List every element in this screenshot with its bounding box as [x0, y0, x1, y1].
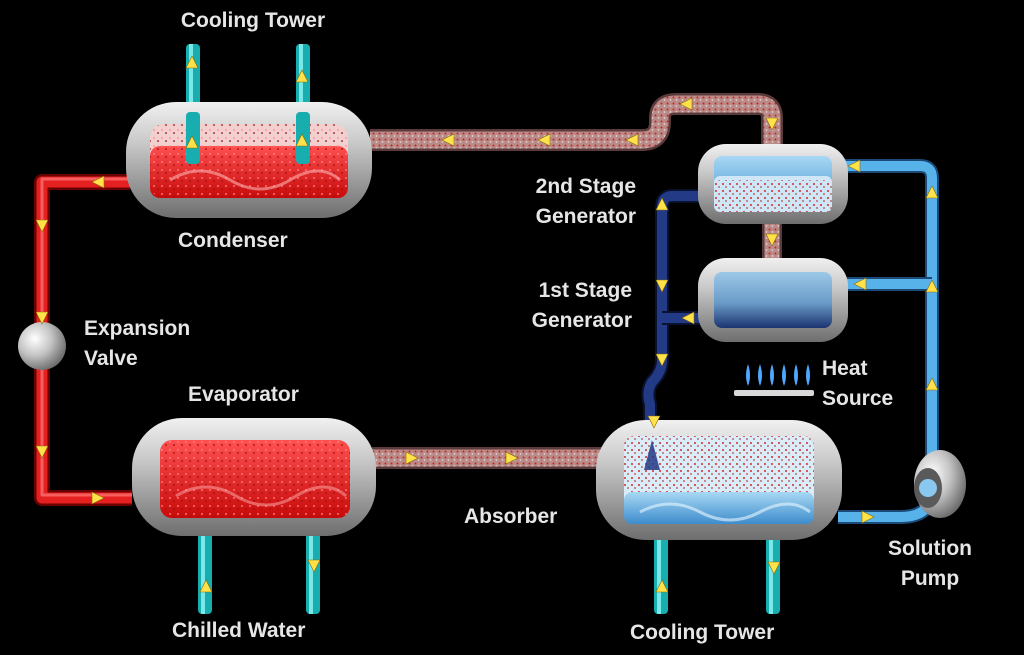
flow-arrow-icon [681, 311, 695, 325]
flow-arrow-icon [91, 491, 105, 505]
chilled-water-tubes [198, 528, 320, 614]
cooling-tower-top-label: Cooling Tower [180, 9, 326, 32]
evaporator-vessel [132, 418, 376, 536]
flow-arrow-icon [655, 579, 669, 593]
condenser-label: Condenser [178, 229, 288, 252]
flow-arrow-icon [91, 175, 105, 189]
flow-arrow-icon [655, 279, 669, 293]
flow-arrow-icon [679, 97, 693, 111]
flow-arrow-icon [35, 445, 49, 459]
flow-arrow-icon [441, 133, 455, 147]
flow-arrow-icon [925, 185, 939, 199]
flow-arrow-icon [925, 377, 939, 391]
absorber-label: Absorber [464, 505, 558, 528]
flow-arrow-icon [295, 69, 309, 83]
weak-solution-pipe [641, 189, 700, 424]
flow-arrow-icon [185, 55, 199, 69]
flow-arrow-icon [295, 133, 309, 147]
chilled-water-label: Chilled Water [172, 619, 306, 642]
flow-arrow-icon [853, 277, 867, 291]
second-stage-generator-vessel [698, 144, 848, 224]
flow-arrow-icon [405, 451, 419, 465]
first-stage-generator-vessel [698, 258, 848, 342]
flow-arrow-icon [847, 159, 861, 173]
flow-arrow-icon [35, 311, 49, 325]
absorber-vessel [596, 420, 842, 540]
flow-arrow-icon [185, 135, 199, 149]
cooling-tower-tubes-bottom [654, 532, 780, 614]
flow-arrow-icon [307, 559, 321, 573]
evaporator-label: Evaporator [188, 383, 299, 406]
condenser-vessel [126, 102, 372, 218]
expansion-valve [18, 322, 66, 370]
flow-arrow-icon [35, 219, 49, 233]
flow-arrow-icon [655, 197, 669, 211]
flow-arrow-icon [537, 133, 551, 147]
flow-arrow-icon [647, 415, 661, 429]
solution-pump [914, 450, 966, 518]
flow-arrow-icon [625, 133, 639, 147]
flow-arrow-icon [861, 510, 875, 524]
flow-arrow-icon [765, 117, 779, 131]
flow-arrow-icon [199, 579, 213, 593]
cooling-tower-bottom-label: Cooling Tower [630, 621, 775, 644]
flow-arrow-icon [505, 451, 519, 465]
flow-arrow-icon [765, 233, 779, 247]
flow-arrow-icon [655, 353, 669, 367]
heat-source-burner [734, 364, 814, 396]
flow-arrow-icon [767, 561, 781, 575]
strong-solution-pipe [838, 159, 939, 524]
flow-arrow-icon [925, 279, 939, 293]
